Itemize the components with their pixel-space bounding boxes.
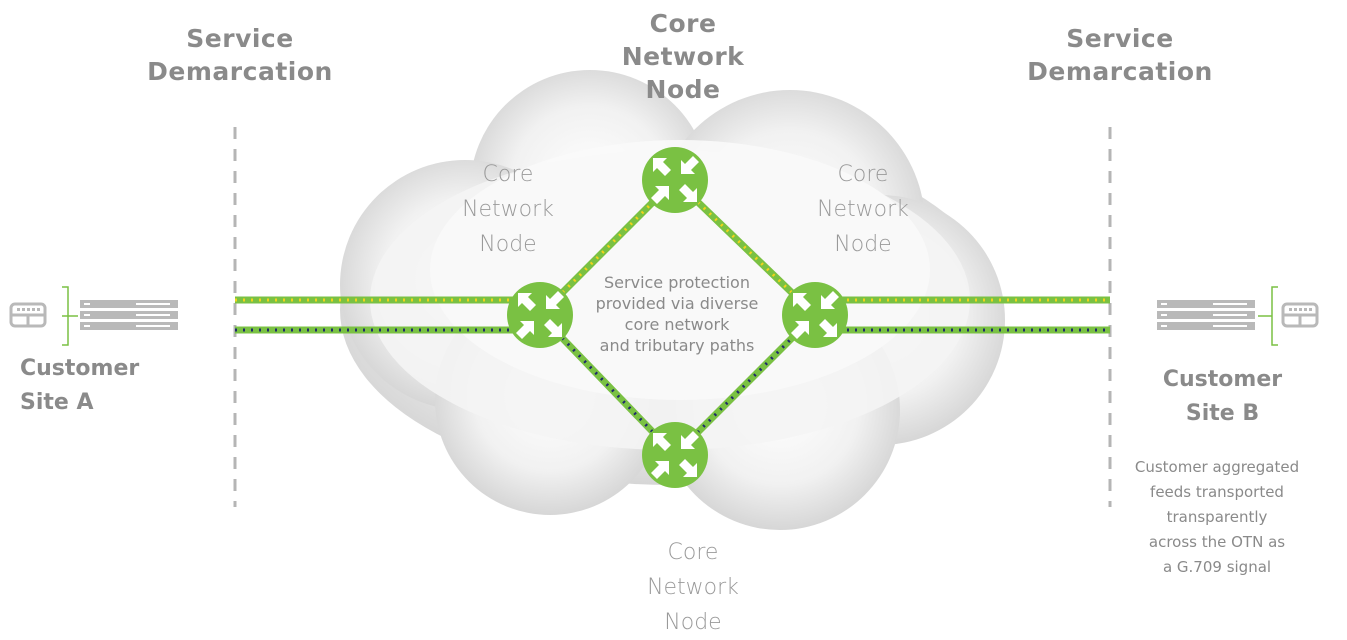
core-network-cloud [340, 70, 1005, 530]
bracket-icon [1271, 286, 1278, 346]
server-rack-icon [80, 300, 178, 330]
service-demarcation-right-label: Service Demarcation [1027, 24, 1213, 86]
core-network-node-left-label: Core Network Node [462, 162, 554, 257]
core-network-node-right-label: Core Network Node [817, 162, 909, 257]
customer-site-b-equipment [1157, 286, 1319, 346]
customer-site-a-equipment [9, 286, 178, 346]
transport-note: Customer aggregated feeds transported tr… [1134, 458, 1300, 576]
router-node-icon-right [782, 282, 848, 348]
ont-icon [1281, 302, 1319, 328]
router-node-icon-bottom [642, 422, 708, 488]
server-rack-icon [1157, 300, 1255, 330]
router-node-icon-top [642, 147, 708, 213]
router-node-icon-left [507, 282, 573, 348]
customer-site-b-label: Customer Site B [1162, 367, 1283, 426]
core-network-node-bottom-label: Core Network Node [647, 540, 739, 635]
service-demarcation-left-label: Service Demarcation [147, 24, 333, 86]
ont-icon [9, 302, 47, 328]
core-network-node-top-label: Core Network Node [621, 9, 745, 104]
customer-site-a-label: Customer Site A [20, 356, 140, 415]
service-protection-label: Service protection provided via diverse … [595, 273, 759, 355]
